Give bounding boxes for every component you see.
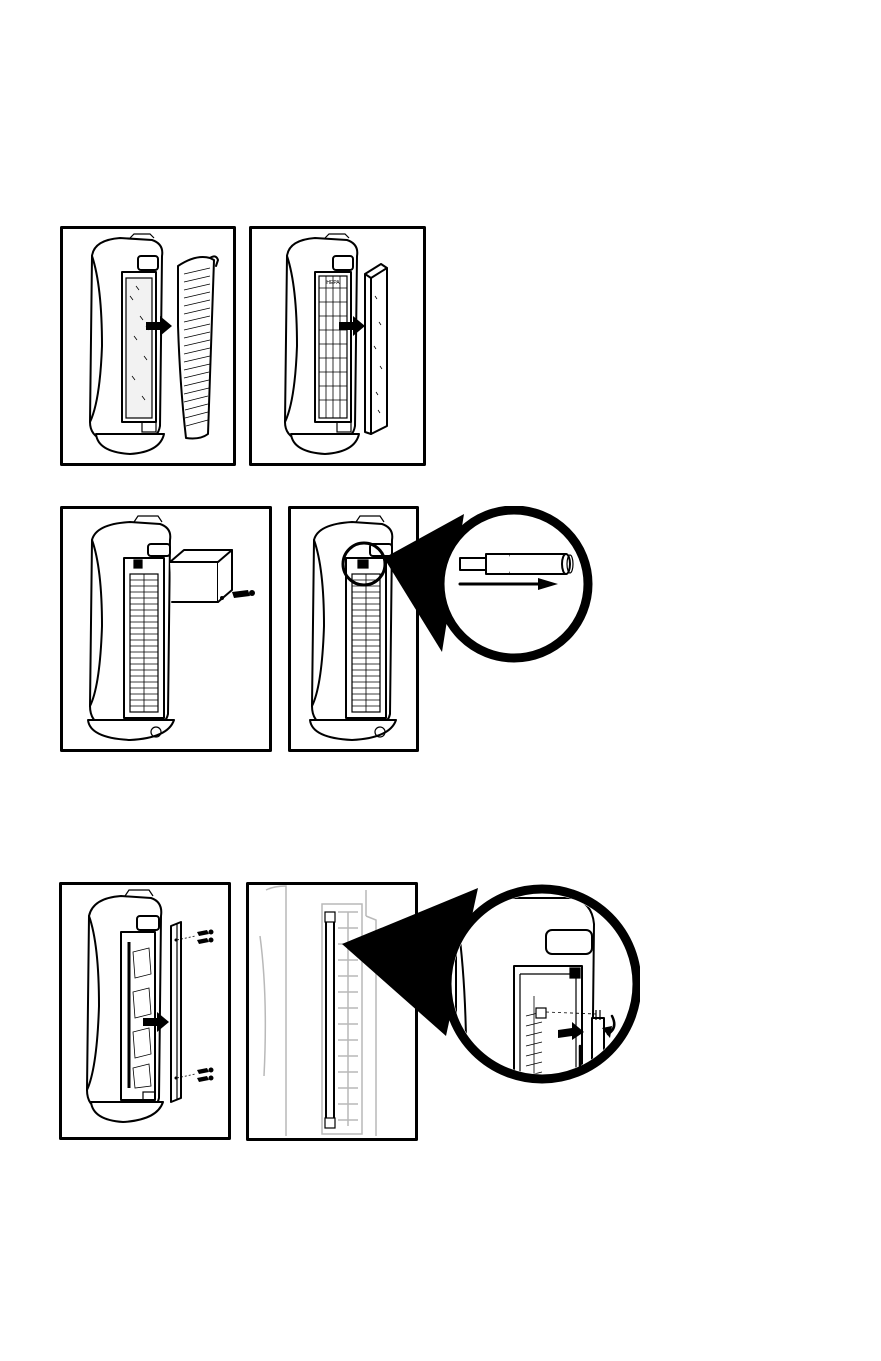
screw-icon (177, 930, 214, 1083)
uv-bracket-icon (170, 550, 232, 602)
screw-icon (232, 590, 255, 598)
purifier-tower-icon (87, 890, 163, 1122)
uv-bulb-icon (460, 554, 573, 574)
figure-remove-uv-bracket (60, 506, 272, 752)
purifier-tower-icon (88, 516, 174, 740)
figure-remove-side-panel (59, 882, 231, 1140)
magnifier-callout-icon (342, 888, 637, 1108)
uv-bulb-icon (325, 912, 335, 1128)
hepa-filter-icon (365, 264, 387, 434)
figure-remove-grill (60, 226, 236, 466)
purifier-tower-icon (260, 886, 376, 1136)
front-grill-icon (178, 256, 218, 438)
purifier-tower-icon (310, 516, 396, 740)
figure-remove-filter: HEPA (249, 226, 426, 466)
purifier-tower-icon (285, 234, 359, 454)
figure-uv-bulb-detail (288, 506, 600, 752)
filter-panel-label: HEPA (326, 280, 340, 286)
figure-uv-bulb-install (246, 876, 640, 1142)
purifier-tower-icon (90, 234, 164, 454)
side-panel-icon (171, 922, 181, 1102)
